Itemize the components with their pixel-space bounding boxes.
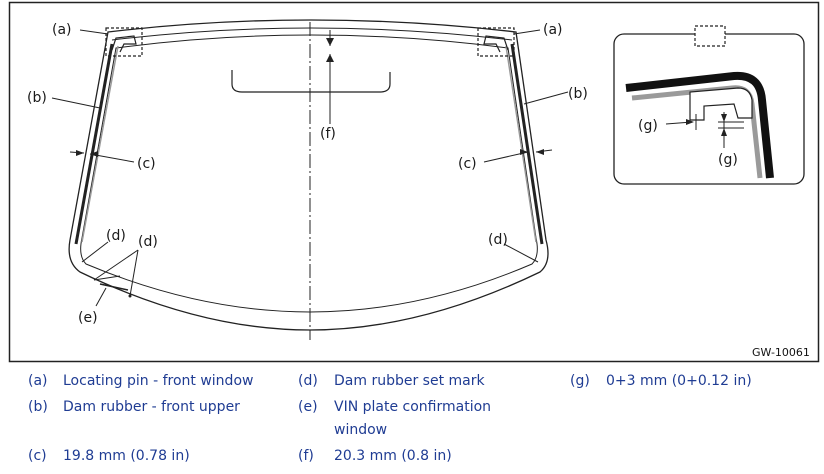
figure-code: GW-10061 bbox=[752, 346, 810, 359]
legend-text: Dam rubber set mark bbox=[334, 373, 485, 389]
inset-frame-black bbox=[625, 71, 774, 179]
arrow-c-left-2 bbox=[90, 151, 98, 157]
arrow-c-right bbox=[520, 149, 528, 155]
dam-rubber-right-inner bbox=[505, 45, 537, 243]
leader-b-left bbox=[51, 97, 101, 109]
callout-c-left: (c) bbox=[137, 156, 156, 172]
callout-f: (f) bbox=[320, 126, 336, 142]
leader-d-3 bbox=[503, 243, 539, 263]
legend-text: 0+3 mm (0+0.12 in) bbox=[606, 373, 752, 389]
legend: (a) Locating pin - front window (b) Dam … bbox=[0, 364, 824, 474]
legend-text: Dam rubber - front upper bbox=[63, 399, 240, 415]
callout-a-left: (a) bbox=[52, 22, 72, 38]
vin-window bbox=[99, 283, 129, 291]
dam-rubber-left bbox=[74, 43, 114, 245]
callout-b-right: (b) bbox=[568, 86, 588, 102]
legend-text: window bbox=[334, 422, 388, 438]
inset-reference-box bbox=[694, 25, 726, 47]
callout-d-1: (d) bbox=[106, 228, 126, 244]
windshield-diagram: (a) (a) (b) (b) (c) (c) (d) (d) (d) (e) … bbox=[8, 1, 820, 363]
callout-d-3: (d) bbox=[488, 232, 508, 248]
set-mark-1 bbox=[93, 275, 121, 281]
arrow-f-top bbox=[326, 38, 334, 46]
leader-d-2b bbox=[129, 249, 139, 297]
leader-e bbox=[95, 287, 107, 307]
leader-b-right bbox=[523, 91, 569, 105]
leader-d-2a bbox=[93, 249, 139, 281]
inset-arrow-g1 bbox=[686, 119, 694, 125]
top-strip bbox=[111, 27, 513, 41]
set-mark-dot bbox=[128, 294, 132, 298]
locating-pin-box-left bbox=[105, 27, 143, 57]
callout-d-2: (d) bbox=[138, 234, 158, 250]
legend-key: (f) bbox=[298, 448, 314, 464]
legend-text: Locating pin - front window bbox=[63, 373, 254, 389]
legend-item-e-line2: window bbox=[334, 419, 387, 442]
detail-inset: (g) (g) bbox=[613, 25, 805, 185]
dam-rubber-right bbox=[510, 43, 544, 245]
legend-key: (e) bbox=[298, 399, 318, 415]
windshield-outline bbox=[68, 19, 549, 331]
legend-text: 20.3 mm (0.8 in) bbox=[334, 448, 452, 464]
inset-frame bbox=[613, 33, 805, 185]
locating-pin-right bbox=[483, 35, 509, 53]
inset-locating-pin bbox=[689, 87, 753, 121]
legend-text: 19.8 mm (0.78 in) bbox=[63, 448, 190, 464]
callout-a-right: (a) bbox=[543, 22, 563, 38]
callout-g-2: (g) bbox=[718, 152, 738, 168]
inset-arrow-g2 bbox=[721, 114, 727, 122]
arrow-f-bottom bbox=[326, 54, 334, 62]
leader-a-right bbox=[513, 29, 541, 35]
legend-text: VIN plate confirmation bbox=[334, 399, 492, 415]
legend-key: (b) bbox=[28, 399, 48, 415]
leader-d-1 bbox=[81, 241, 109, 263]
inset-arrow-g3 bbox=[721, 128, 727, 136]
leader-a-left bbox=[79, 29, 109, 35]
legend-key: (g) bbox=[570, 373, 590, 389]
windshield-inner-line bbox=[80, 34, 538, 313]
callout-e: (e) bbox=[78, 310, 98, 326]
locating-pin-box-right bbox=[477, 27, 515, 57]
legend-key: (c) bbox=[28, 448, 47, 464]
locating-pin-left bbox=[111, 35, 137, 53]
dam-rubber-left-inner bbox=[81, 45, 119, 243]
callout-b-left: (b) bbox=[27, 90, 47, 106]
callout-c-right: (c) bbox=[458, 156, 477, 172]
arrow-c-left bbox=[76, 150, 84, 156]
arrow-c-right-2 bbox=[536, 149, 544, 155]
legend-key: (a) bbox=[28, 373, 48, 389]
mirror-mount bbox=[231, 70, 391, 93]
callout-g-1: (g) bbox=[638, 118, 658, 134]
legend-key: (d) bbox=[298, 373, 318, 389]
